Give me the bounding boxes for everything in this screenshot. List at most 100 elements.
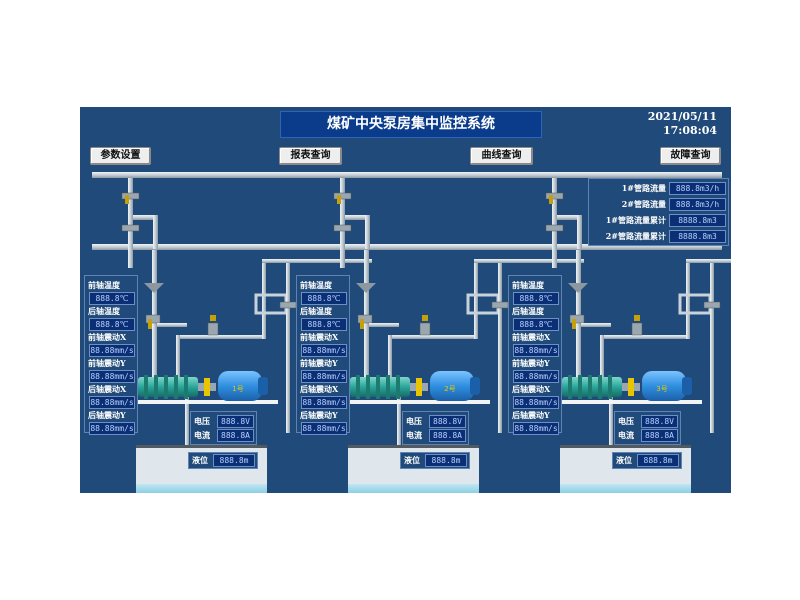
level-label: 液位 [616,455,632,465]
bypass-pipe [686,259,690,339]
bypass-pipe [262,259,266,339]
current-value: 888.8A [641,429,678,442]
sensor-value: 88.88mm/s [513,396,559,409]
sensor-label: 前轴震动Y [88,358,126,368]
coupling-guard [416,378,422,396]
base-plate [560,400,702,404]
fault-button[interactable]: 故障查询 [660,147,721,165]
sensor-value: 888.8℃ [89,318,135,331]
bypass-valve [419,322,431,336]
valve-stem [634,315,640,321]
sensor-value: 88.88mm/s [301,422,347,435]
flow-label: 2#管路流量 [621,199,666,209]
level-value: 888.8m [637,454,679,467]
bypass-pipe [369,323,399,327]
check-valve [568,283,588,293]
gate-valve [333,224,352,232]
bypass-pipe [262,259,372,263]
main-pipe-bottom [92,244,722,250]
voltage-label: 电压 [194,416,210,426]
sensor-value: 88.88mm/s [89,344,135,357]
motor-body [642,371,686,401]
level-label: 液位 [192,455,208,465]
tank-water [348,484,479,493]
sensor-label: 后轴震动X [300,384,339,394]
bypass-pipe [600,335,604,385]
voltage-label: 电压 [406,416,422,426]
sensor-value: 88.88mm/s [301,344,347,357]
pump-ring [386,375,390,399]
gate-valve [121,192,140,200]
flow-value: 8888.8m3 [669,230,726,243]
sensor-label: 前轴温度 [300,280,332,290]
bypass-pipe [600,335,690,339]
motor-label: 1号 [232,385,243,393]
return-valve [491,301,509,309]
drop-pipe [128,178,133,268]
sensor-value: 888.8℃ [301,292,347,305]
flow-panel: 1#管路流量 888.8m3/h 2#管路流量 888.8m3/h 1#管路流量… [588,178,729,246]
sensor-label: 前轴温度 [88,280,120,290]
branch-pipe [345,215,370,220]
sensor-value: 88.88mm/s [513,370,559,383]
flow-value: 888.8m3/h [669,182,726,195]
water-tank: 液位 888.8m [560,445,691,493]
sensor-label: 前轴震动X [512,332,551,342]
voltage-label: 电压 [618,416,634,426]
return-pipe [498,263,502,433]
return-pipe [710,263,714,433]
outlet-valve [357,314,373,324]
pump-ring [376,375,380,399]
sensor-label: 前轴震动Y [300,358,338,368]
sensor-value: 88.88mm/s [513,422,559,435]
voltage-value: 888.8V [429,415,466,428]
tank-water [560,484,691,493]
suction-pipe [185,387,189,485]
sensor-value: 88.88mm/s [513,344,559,357]
motor-body [218,371,262,401]
sensor-value: 88.88mm/s [89,370,135,383]
flow-row: 2#管路流量 888.8m3/h [589,198,728,212]
bypass-pipe [474,259,584,263]
drop-pipe [552,178,557,268]
sensor-value: 888.8℃ [513,292,559,305]
sensor-label: 前轴温度 [512,280,544,290]
pump-ring [598,375,602,399]
voltage-value: 888.8V [217,415,254,428]
sensor-value: 888.8℃ [89,292,135,305]
branch-pipe [577,215,582,249]
pump-ring [184,375,188,399]
valve-stem [572,319,576,329]
current-label: 电流 [194,430,210,440]
pump-ring [568,375,572,399]
params-button[interactable]: 参数设置 [90,147,151,165]
sensor-value: 88.88mm/s [301,396,347,409]
pump-ring [164,375,168,399]
sensor-value: 888.8℃ [301,318,347,331]
sensor-label: 后轴震动Y [300,410,338,420]
motor-label: 3号 [656,385,667,393]
flow-row: 1#管路流量累计 8888.8m3 [589,214,728,228]
gate-valve [545,224,564,232]
sensor-label: 前轴震动Y [512,358,550,368]
outlet-valve [145,314,161,324]
sensor-value: 88.88mm/s [89,422,135,435]
valve-stem [360,319,364,329]
pump-ring [174,375,178,399]
return-valve [703,301,721,309]
branch-pipe [365,215,370,249]
valve-stem [549,195,553,204]
report-button[interactable]: 报表查询 [279,147,342,165]
date-display: 2021/05/11 [647,110,717,123]
check-valve [356,283,376,293]
curve-button[interactable]: 曲线查询 [470,147,533,165]
sensor-label: 前轴震动X [88,332,127,342]
suction-pipe [609,387,613,485]
pump-ring [396,375,400,399]
